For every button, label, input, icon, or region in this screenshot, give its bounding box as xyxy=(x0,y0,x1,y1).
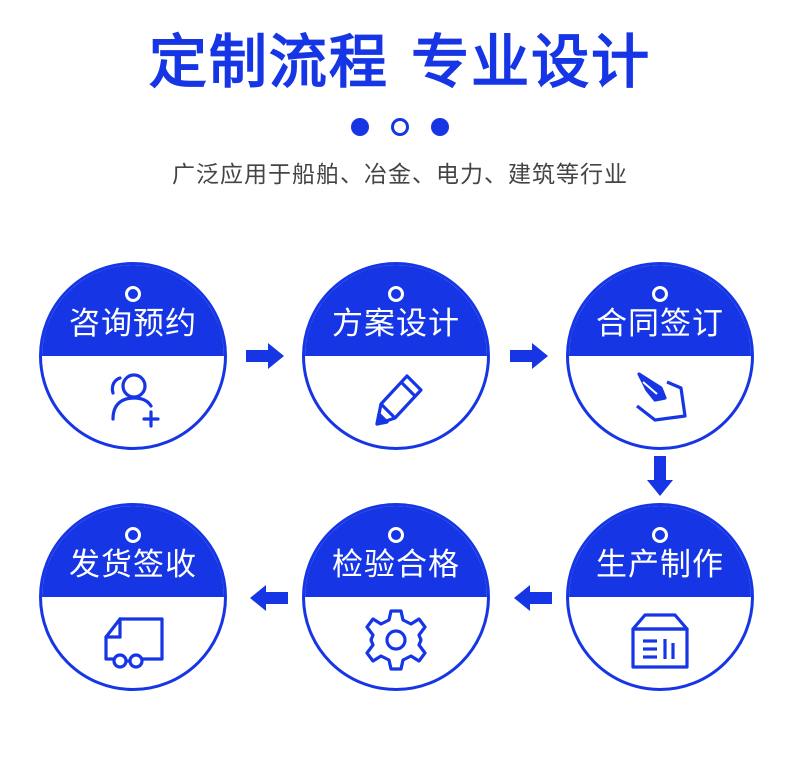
dot-filled xyxy=(431,118,449,136)
hang-hole xyxy=(125,286,141,302)
page-title: 定制流程 专业设计 xyxy=(148,28,652,96)
step-production: 生产制作 xyxy=(566,503,754,691)
dot-filled xyxy=(351,118,369,136)
gear-icon xyxy=(361,605,431,675)
step-inspection-passed: 检验合格 xyxy=(302,503,490,691)
delivery-truck-icon xyxy=(98,605,168,675)
hang-hole xyxy=(388,286,404,302)
step-label: 发货签收 xyxy=(69,547,197,583)
step-label: 合同签订 xyxy=(596,306,724,342)
step-label: 检验合格 xyxy=(332,547,460,583)
arrow-right-icon xyxy=(246,341,286,371)
step-contract-signing: 合同签订 xyxy=(566,262,754,450)
arrow-left-icon xyxy=(248,583,288,613)
box-icon xyxy=(625,605,695,675)
step-label: 方案设计 xyxy=(332,306,460,342)
hang-hole xyxy=(125,527,141,543)
arrow-down-icon xyxy=(645,456,675,498)
hang-hole xyxy=(388,527,404,543)
hang-hole xyxy=(652,527,668,543)
add-user-icon xyxy=(98,364,168,434)
arrow-left-icon xyxy=(512,583,552,613)
step-design-plan: 方案设计 xyxy=(302,262,490,450)
pencil-icon xyxy=(361,364,431,434)
hang-hole xyxy=(652,286,668,302)
page-subtitle: 广泛应用于船舶、冶金、电力、建筑等行业 xyxy=(172,162,628,188)
decorative-dots xyxy=(0,118,800,138)
step-label: 咨询预约 xyxy=(69,306,197,342)
arrow-right-icon xyxy=(510,341,550,371)
dot-hollow xyxy=(391,118,409,136)
signing-contract-icon xyxy=(625,364,695,434)
step-delivery-receipt: 发货签收 xyxy=(39,503,227,691)
step-label: 生产制作 xyxy=(596,547,724,583)
step-consult-booking: 咨询预约 xyxy=(39,262,227,450)
